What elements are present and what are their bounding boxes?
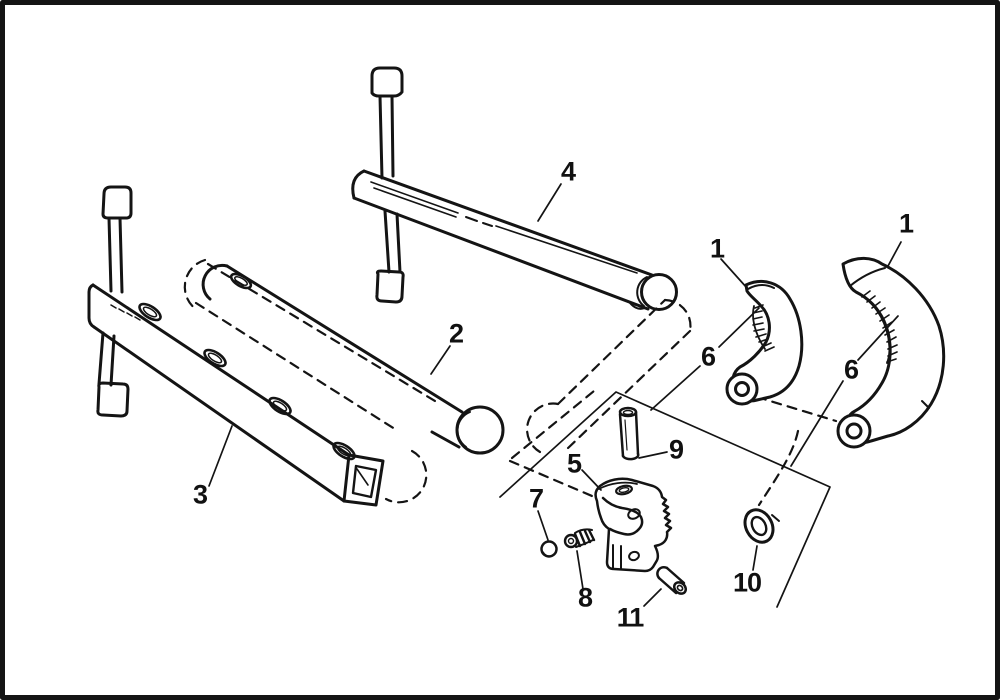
retaining-ring-part10: [743, 505, 780, 544]
handle-knob-bottom-icon: [96, 381, 130, 418]
part-callout-3: 3: [192, 479, 208, 510]
square-bar-with-t-handle-part3: [87, 185, 385, 507]
part-callout-2: 2: [448, 318, 464, 349]
part-callout-8: 8: [577, 582, 593, 613]
part-callout-1-right: 1: [898, 208, 914, 239]
phantom-bar-end-dashes: [510, 298, 692, 460]
t-handle-shank-part4: [351, 66, 678, 311]
spring-part8: [563, 528, 596, 549]
part-callout-10: 10: [732, 567, 762, 598]
part-callout-11: 11: [616, 602, 645, 633]
part-callout-1-left: 1: [709, 233, 725, 264]
hook-jaw-small-part1: [725, 280, 804, 406]
detent-ball-part7: [540, 540, 558, 558]
part-callout-6-right: 6: [843, 354, 859, 385]
roll-pin-part9: [618, 406, 640, 461]
part-callout-7: 7: [528, 483, 544, 514]
assembly-plane-lines: [499, 391, 831, 608]
serrated-insert-small-part6: [752, 304, 775, 352]
pin-part11: [656, 565, 688, 595]
assembly-alignment-dashes: [508, 395, 838, 507]
part-callout-9: 9: [668, 434, 684, 465]
hidden-edge-dashes: [183, 258, 442, 504]
handle-knob-bottom-icon: [375, 269, 405, 304]
hook-jaw-large-part1: [836, 256, 946, 449]
handle-knob-top-icon: [370, 66, 404, 98]
part-callout-5: 5: [566, 448, 582, 479]
pivot-jaw-part5: [594, 477, 673, 573]
callout-leader-lines: [208, 183, 902, 607]
bar-holes: [138, 302, 356, 461]
handle-knob-top-icon: [101, 185, 133, 220]
serrated-insert-large-part6: [860, 290, 898, 364]
part-callout-4: 4: [560, 156, 576, 187]
part-callout-6-left: 6: [700, 341, 716, 372]
inner-slide-bar-part2: [183, 258, 505, 504]
